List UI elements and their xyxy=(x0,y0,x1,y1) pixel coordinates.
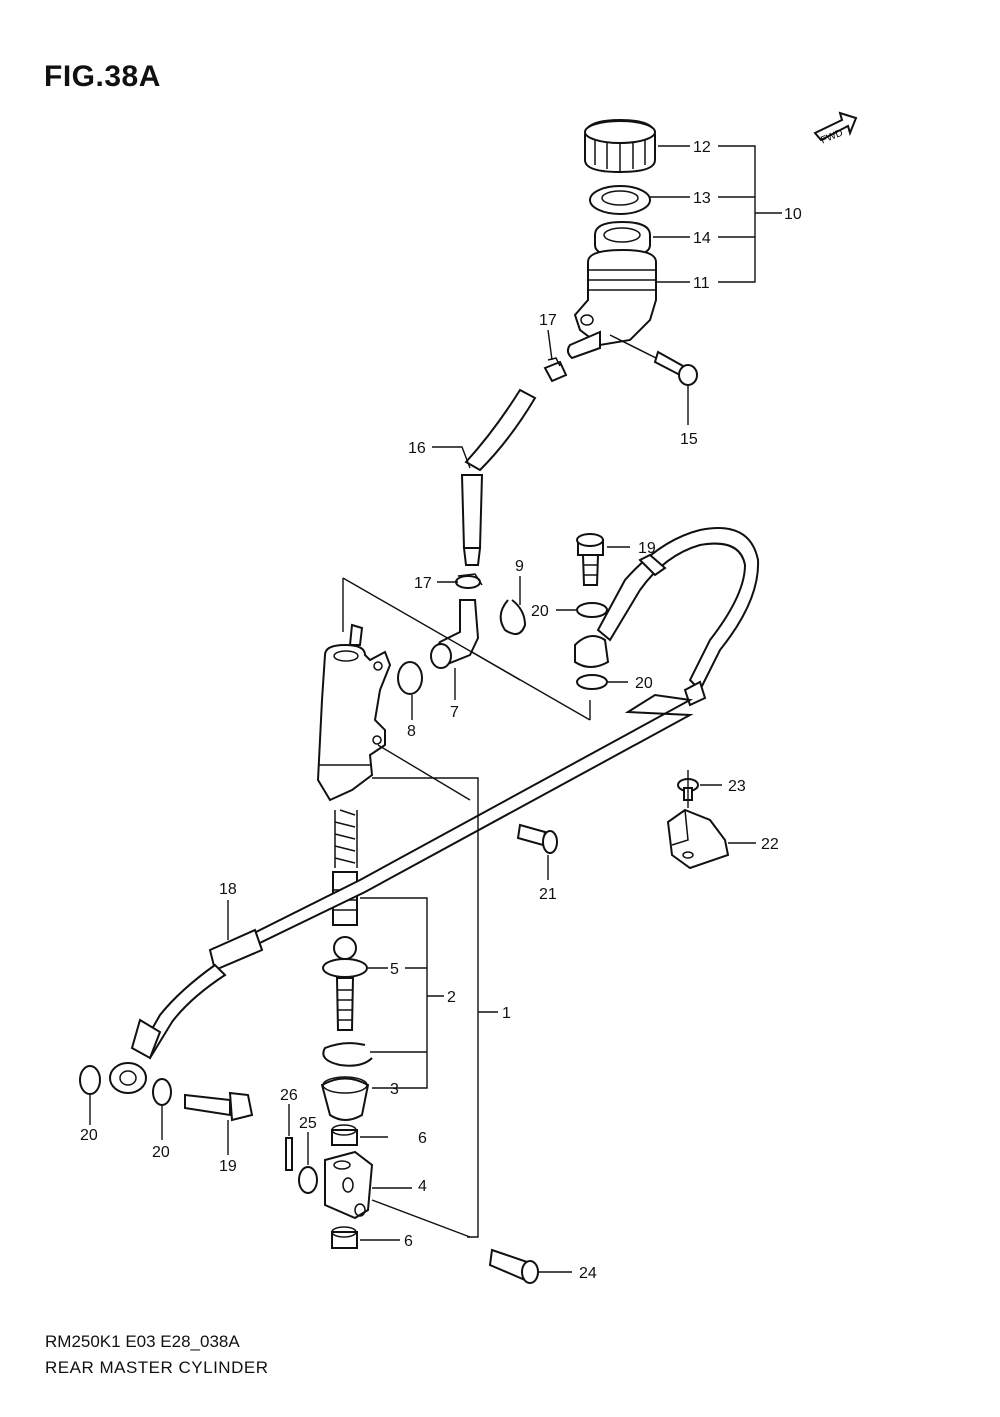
callout-labels: 12 13 14 11 10 17 15 16 17 9 19 20 20 8 … xyxy=(80,139,802,1282)
clevis[interactable] xyxy=(324,1150,374,1220)
callout-7: 7 xyxy=(450,704,459,721)
callout-14: 14 xyxy=(693,230,711,247)
callout-2: 2 xyxy=(447,989,456,1006)
push-rod[interactable] xyxy=(322,936,368,1031)
reservoir-screw[interactable] xyxy=(609,334,698,386)
callout-20-left-1: 20 xyxy=(80,1127,98,1144)
callout-8: 8 xyxy=(407,723,416,740)
callout-25: 25 xyxy=(299,1115,317,1132)
callout-12: 12 xyxy=(693,139,711,156)
cotter-pin[interactable] xyxy=(285,1137,293,1171)
return-spring[interactable] xyxy=(334,809,358,868)
circlip-pushrod[interactable] xyxy=(322,1042,373,1067)
gasket-washer-lower-2[interactable] xyxy=(152,1078,172,1106)
rubber-boot[interactable] xyxy=(320,1076,370,1121)
brake-hose[interactable] xyxy=(109,527,760,1094)
callout-22: 22 xyxy=(761,836,779,853)
hose-clamp-lower[interactable] xyxy=(455,573,483,589)
callout-5: 5 xyxy=(390,961,399,978)
callout-26: 26 xyxy=(280,1087,298,1104)
callout-4: 4 xyxy=(418,1178,427,1195)
callout-20-upper: 20 xyxy=(531,603,549,620)
callout-19-upper: 19 xyxy=(638,540,656,557)
callout-16: 16 xyxy=(408,440,426,457)
reservoir-hose[interactable] xyxy=(460,388,537,566)
callout-17-lower: 17 xyxy=(414,575,432,592)
callout-3: 3 xyxy=(390,1081,399,1098)
callout-15: 15 xyxy=(680,431,698,448)
callout-18: 18 xyxy=(219,881,237,898)
callout-24: 24 xyxy=(579,1265,597,1282)
callout-17-top: 17 xyxy=(539,312,557,329)
callout-21: 21 xyxy=(539,886,557,903)
callout-13: 13 xyxy=(693,190,711,207)
nut-upper[interactable] xyxy=(331,1124,358,1146)
union-bolt-upper[interactable] xyxy=(576,533,604,586)
washer-clevis[interactable] xyxy=(298,1166,318,1194)
callout-9: 9 xyxy=(515,558,524,575)
nut-lower[interactable] xyxy=(331,1226,358,1249)
callout-6-upper: 6 xyxy=(418,1130,427,1147)
callout-11: 11 xyxy=(693,275,710,292)
circlip-joint[interactable] xyxy=(499,599,527,635)
clevis-pin[interactable] xyxy=(488,1248,539,1284)
leader-lines xyxy=(89,145,782,1273)
gasket-washer-lower-1[interactable] xyxy=(79,1065,101,1095)
figure-title: FIG.38A xyxy=(44,60,161,93)
callout-20-left-2: 20 xyxy=(152,1144,170,1161)
hose-guide-screw[interactable] xyxy=(516,823,558,854)
gasket-washer-upper-2[interactable] xyxy=(576,674,608,690)
master-cylinder-body[interactable] xyxy=(316,623,392,802)
union-bolt-lower[interactable] xyxy=(184,1091,254,1122)
reservoir-body[interactable] xyxy=(566,248,657,360)
fwd-arrow-icon: FWD xyxy=(813,111,858,146)
callout-19-lower: 19 xyxy=(219,1158,237,1175)
callout-23: 23 xyxy=(728,778,746,795)
hose-clamp-top[interactable] xyxy=(543,357,568,383)
o-ring[interactable] xyxy=(397,661,423,695)
hose-guide[interactable] xyxy=(666,808,730,870)
hose-joint[interactable] xyxy=(430,599,480,669)
callout-10: 10 xyxy=(784,206,802,223)
reservoir-cap[interactable] xyxy=(584,118,656,174)
model-code: RM250K1 E03 E28_038A xyxy=(45,1332,240,1351)
assembly-name: REAR MASTER CYLINDER xyxy=(45,1358,269,1377)
callout-1: 1 xyxy=(502,1005,511,1022)
gasket-washer-upper-1[interactable] xyxy=(576,602,608,618)
callout-6-lower: 6 xyxy=(404,1233,413,1250)
diaphragm-plate[interactable] xyxy=(589,185,651,215)
callout-20-mid: 20 xyxy=(635,675,653,692)
